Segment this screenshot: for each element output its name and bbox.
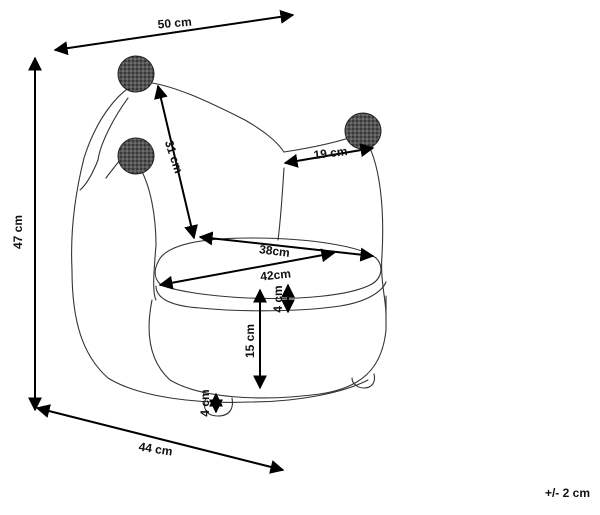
width-top-label: 50 cm [157, 15, 192, 32]
armchair-outline [71, 81, 387, 417]
rear-leg [351, 373, 376, 389]
seat-depth-label: 38cm [258, 242, 290, 260]
chair-back-fold [79, 97, 129, 191]
chair-base [148, 295, 387, 399]
back-height-label: 31 cm [162, 138, 186, 175]
width-top-arrow [53, 9, 295, 56]
seat-cushion-front [155, 281, 387, 312]
chair-back-outline [71, 81, 369, 403]
dimension-arrows [28, 9, 375, 474]
seat-height-label: 15 cm [243, 324, 257, 358]
seat-width-label: 42cm [260, 266, 292, 283]
height-label: 47 cm [11, 215, 25, 249]
seat-depth-arrow [198, 231, 375, 262]
leg-label: 4 cm [198, 389, 212, 416]
seat-width-arrow [158, 248, 336, 290]
depth-bottom-label: 44 cm [138, 439, 174, 458]
dimension-labels: 50 cm 47 cm 44 cm 31 cm 19 cm 38cm 42cm … [11, 15, 348, 459]
back-height-arrow [154, 84, 198, 240]
pompom-icon [117, 55, 155, 93]
arm-gap-arrow [283, 143, 375, 168]
tolerance-note: +/- 2 cm [545, 486, 590, 500]
arm-gap-label: 19 cm [313, 144, 348, 162]
pompoms [117, 55, 382, 175]
chair-left-arm [139, 167, 157, 301]
chair-back-inner [139, 81, 285, 153]
depth-bottom-arrow [35, 404, 285, 474]
cushion-label: 4 cm [271, 285, 285, 312]
pompom-icon [344, 112, 382, 150]
pompom-icon [117, 137, 155, 175]
